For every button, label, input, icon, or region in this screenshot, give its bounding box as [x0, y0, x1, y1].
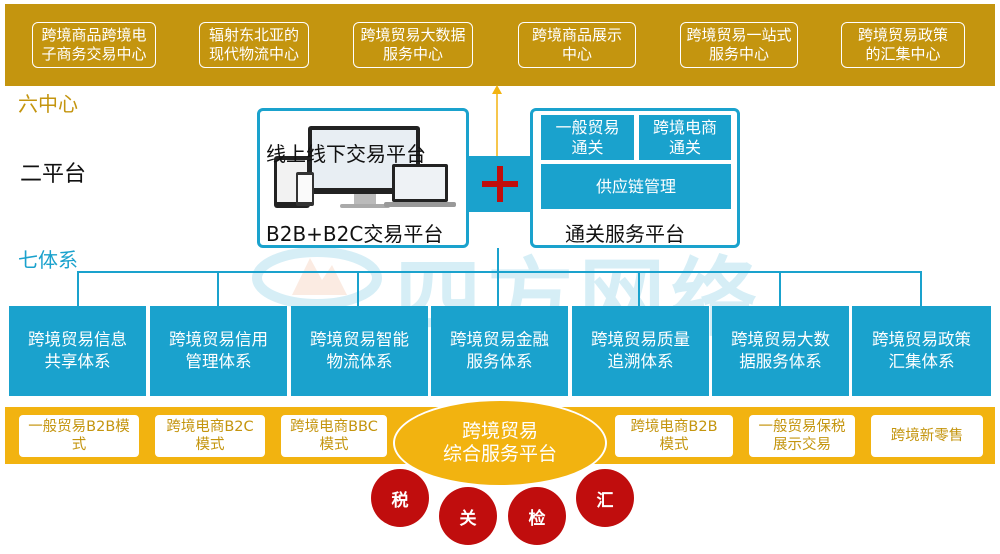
- center-box-onestop: 跨境贸易一站式服务中心: [680, 22, 798, 68]
- arrow-up-icon: [492, 85, 502, 158]
- plus-connector: [469, 156, 530, 212]
- label-seven-systems: 七体系: [18, 248, 78, 272]
- general-trade-clearance: 一般贸易通关: [541, 115, 634, 160]
- plus-icon: [481, 166, 518, 202]
- watermark-logo: [252, 247, 382, 309]
- customs-platform-title: 通关服务平台: [565, 222, 685, 246]
- connector-drop: [77, 271, 79, 307]
- system-finance: 跨境贸易金融服务体系: [431, 306, 568, 396]
- connector-drop: [638, 271, 640, 307]
- mode-bonded-display: 一般贸易保税展示交易: [748, 414, 856, 458]
- ecommerce-clearance: 跨境电商通关: [639, 115, 731, 160]
- center-box-ecommerce: 跨境商品跨境电子商务交易中心: [32, 22, 156, 68]
- connector-horizontal: [77, 271, 922, 273]
- inspection-circle: 检: [508, 487, 566, 545]
- center-box-display: 跨境商品展示中心: [518, 22, 636, 68]
- supply-chain-management: 供应链管理: [541, 164, 731, 209]
- tax-circle: 税: [371, 469, 429, 527]
- connector-drop: [217, 271, 219, 307]
- devices-icon: [274, 126, 456, 208]
- label-two-platforms: 二平台: [20, 162, 87, 187]
- connector-drop: [779, 271, 781, 307]
- connector-vertical: [497, 248, 499, 272]
- customs-circle: 关: [439, 487, 497, 545]
- system-logistics: 跨境贸易智能物流体系: [291, 306, 428, 396]
- center-box-logistics: 辐射东北亚的现代物流中心: [199, 22, 309, 68]
- center-box-policy: 跨境贸易政策的汇集中心: [841, 22, 965, 68]
- system-quality-trace: 跨境贸易质量追溯体系: [572, 306, 709, 396]
- six-centers-band: [5, 4, 995, 86]
- exchange-circle: 汇: [576, 469, 634, 527]
- system-info-sharing: 跨境贸易信息共享体系: [9, 306, 146, 396]
- system-policy: 跨境贸易政策汇集体系: [852, 306, 991, 396]
- connector-drop: [357, 271, 359, 307]
- connector-drop: [497, 271, 499, 307]
- system-credit: 跨境贸易信用管理体系: [150, 306, 287, 396]
- label-six-centers: 六中心: [18, 92, 78, 116]
- b2b-b2c-platform-label: B2B+B2C交易平台: [266, 222, 444, 246]
- online-offline-platform-label: 线上线下交易平台: [266, 142, 426, 166]
- center-box-bigdata: 跨境贸易大数据服务中心: [353, 22, 473, 68]
- connector-drop: [920, 271, 922, 307]
- core-service-platform: 跨境贸易综合服务平台: [393, 399, 607, 487]
- system-bigdata: 跨境贸易大数据服务体系: [712, 306, 849, 396]
- mode-new-retail: 跨境新零售: [870, 414, 984, 458]
- mode-general-b2b: 一般贸易B2B模式: [18, 414, 140, 458]
